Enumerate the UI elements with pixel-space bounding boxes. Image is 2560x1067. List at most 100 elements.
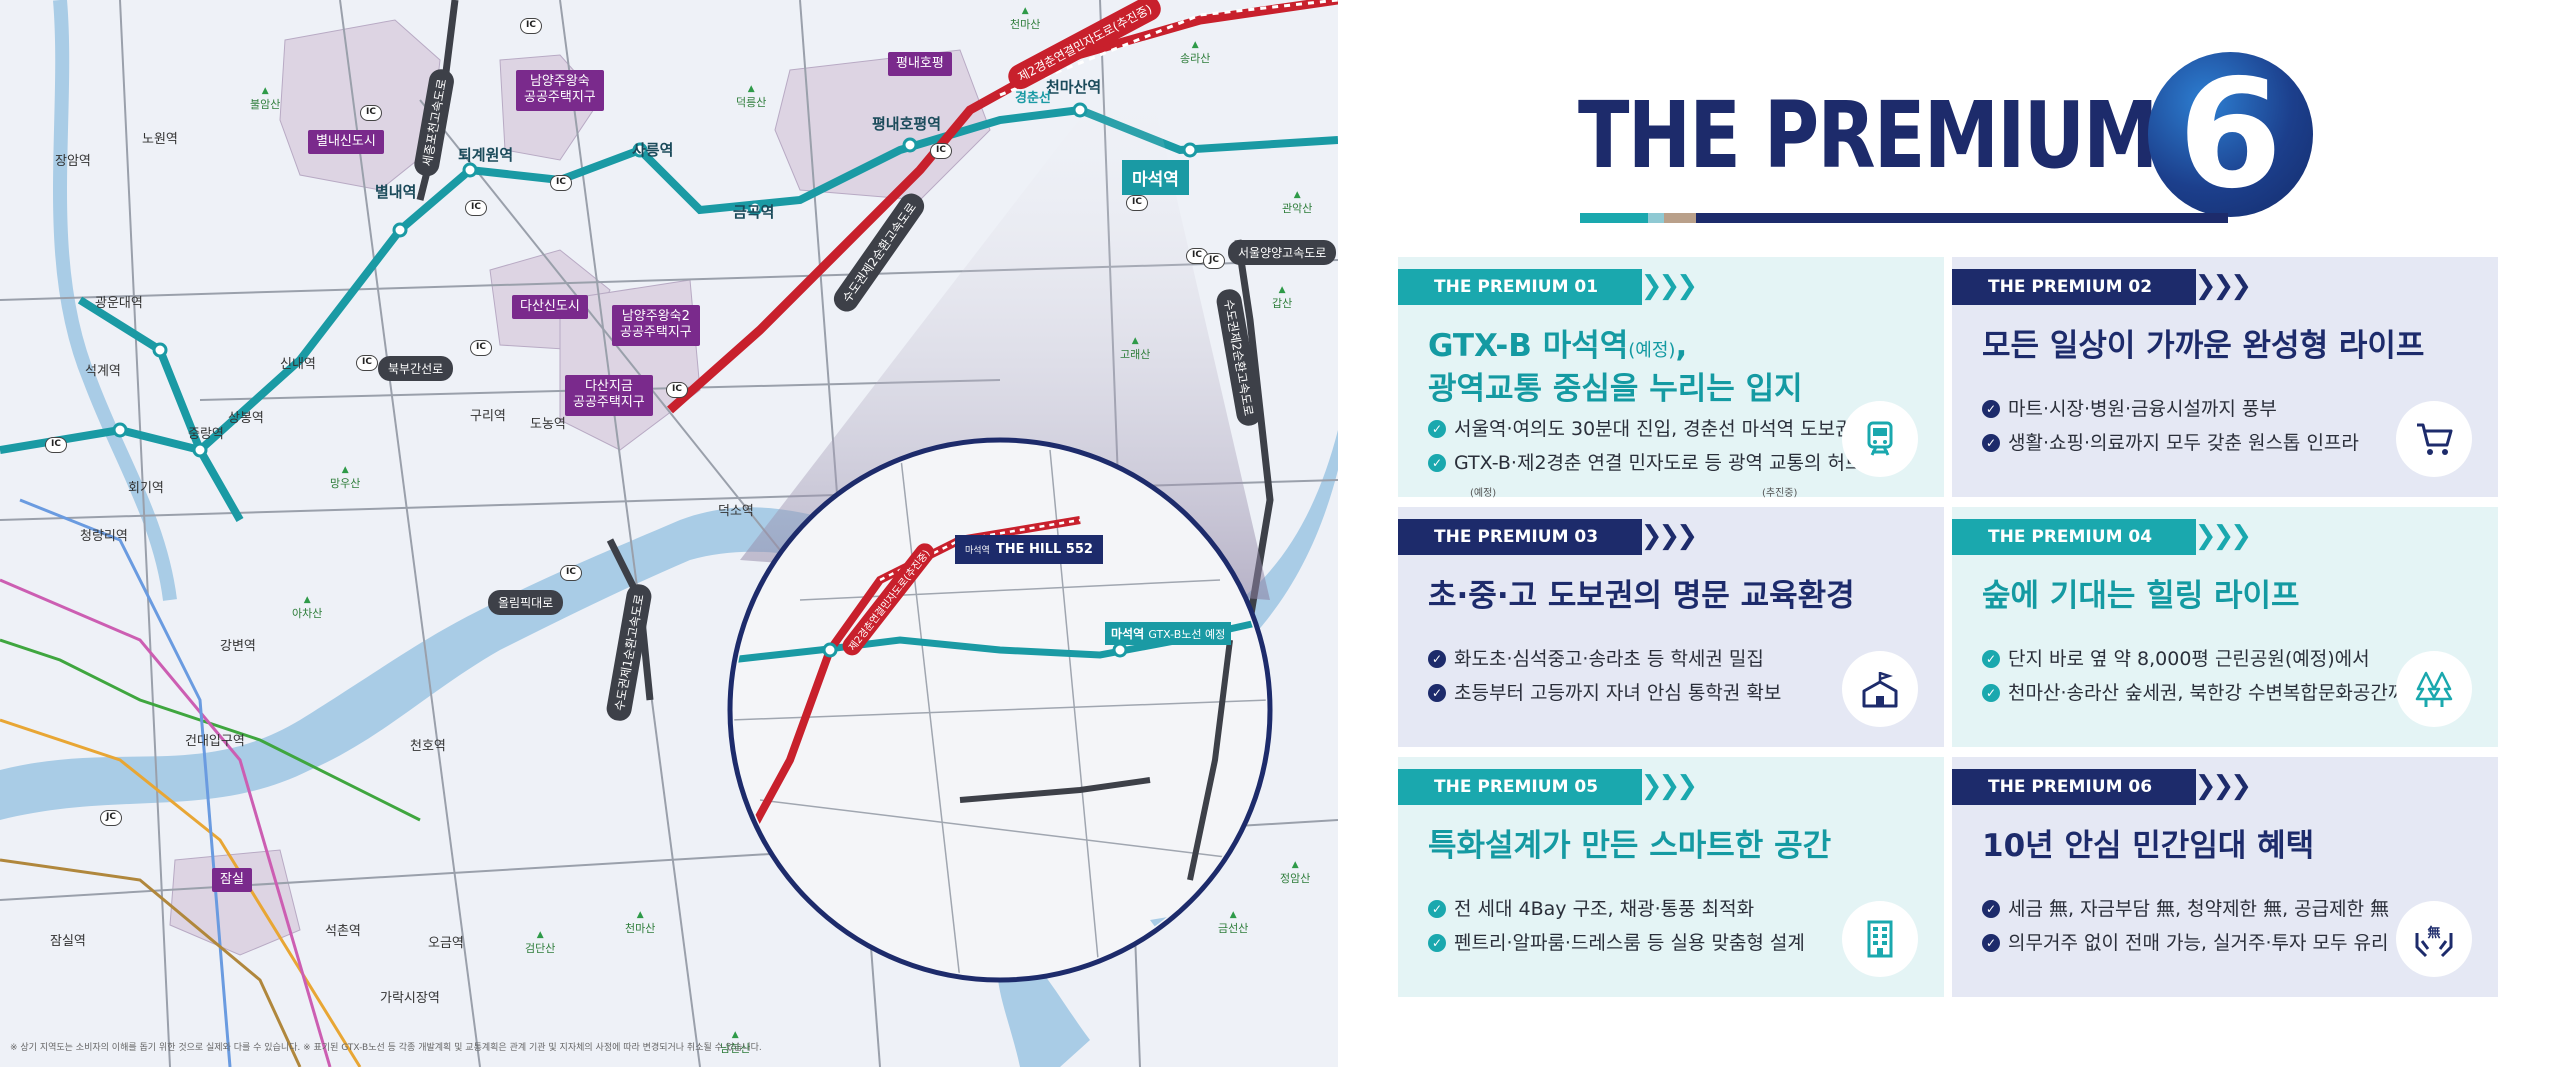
district-tag-wangsuk: 남양주왕숙 공공주택지구: [516, 70, 604, 111]
station-jungnang: 중랑역: [188, 427, 224, 442]
card-bullet: 화도초·심석중고·송라초 등 학세권 밀집: [1428, 642, 1781, 676]
heading-underline: [1580, 213, 2228, 223]
card-title-tail: ,: [1675, 328, 1688, 364]
district-tag-wangsuk2: 남양주왕숙2 공공주택지구: [612, 305, 700, 346]
station-toegyewon: 퇴계원역: [458, 146, 514, 164]
road-label-olympic: 올림픽대로: [488, 590, 564, 615]
station-jangam: 장암역: [55, 154, 91, 169]
card-bullet-continued: 천마산·송라산 숲세권, 북한강 수변복합문화공간까지: [1982, 676, 2423, 710]
ic-marker: IC: [666, 382, 688, 398]
card-bullets: 세금 無, 자금부담 無, 청약제한 無, 공급제한 無 의무거주 없이 전매 …: [1982, 892, 2389, 960]
station-seokchon: 석촌역: [325, 924, 361, 939]
card-bullet: 생활·쇼핑·의료까지 모두 갖춘 원스톱 인프라: [1982, 426, 2359, 460]
card-bullet: 의무거주 없이 전매 가능, 실거주·투자 모두 유리: [1982, 926, 2389, 960]
station-deokso: 덕소역: [718, 504, 754, 519]
district-tag-jamsil: 잠실: [212, 868, 252, 893]
district-jamsil: [169, 849, 301, 956]
premium-card-01[interactable]: THE PREMIUM 01 GTX-B 마석역(예정), 광역교통 중심을 누…: [1398, 257, 1944, 499]
premium-heading: THE PREMIUM: [1578, 82, 2158, 189]
mountain-marker: 정암산: [1280, 860, 1310, 886]
station-guri: 구리역: [470, 409, 506, 424]
premium-card-05[interactable]: THE PREMIUM 05 특화설계가 만든 스마트한 공간 전 세대 4Ba…: [1398, 757, 1944, 997]
ic-marker: IC: [560, 565, 582, 581]
ic-marker: IC: [930, 143, 952, 159]
mountain-marker: 천마산: [1010, 6, 1040, 32]
mountain-marker: 불암산: [250, 86, 280, 112]
station-geumgok: 금곡역: [733, 203, 775, 221]
station-jamsil: 잠실역: [50, 934, 86, 949]
card-title: 10년 안심 민간임대 혜택: [1982, 828, 2315, 864]
hill-marker-prefix: 마석역: [965, 546, 990, 556]
card-badge: THE PREMIUM 02: [1952, 269, 2248, 305]
ic-marker: IC: [550, 175, 572, 191]
mountain-marker: 송라산: [1180, 40, 1210, 66]
station-seokgye: 석계역: [85, 364, 121, 379]
ic-marker: IC: [465, 200, 487, 216]
card-badge: THE PREMIUM 06: [1952, 769, 2248, 805]
card-bullets: 단지 바로 옆 약 8,000평 근린공원(예정)에서 천마산·송라산 숲세권,…: [1982, 642, 2423, 710]
hill-marker-label: THE HILL 552: [995, 542, 1093, 557]
mountain-marker: 아차산: [292, 595, 322, 621]
mountain-marker: 금선산: [1218, 910, 1248, 936]
station-nowon: 노원역: [142, 132, 178, 147]
card-title: 특화설계가 만든 스마트한 공간: [1428, 828, 1832, 864]
station-box-maseok: 마석역: [1122, 160, 1189, 195]
card-bullet: 단지 바로 옆 약 8,000평 근린공원(예정)에서: [1982, 642, 2423, 676]
card-bullet: 서울역·여의도 30분대 진입, 경춘선 마석역 도보권: [1428, 412, 1862, 446]
ic-marker: IC: [360, 105, 382, 121]
card-title: 초·중·고 도보권의 명문 교육환경: [1428, 578, 1855, 614]
road-label-bukbu: 북부간선로: [378, 356, 454, 381]
card-bullet: 세금 無, 자금부담 無, 청약제한 無, 공급제한 無: [1982, 892, 2389, 926]
ic-marker: IC: [1126, 195, 1148, 211]
premium-card-04[interactable]: THE PREMIUM 04 숲에 기대는 힐링 라이프 단지 바로 옆 약 8…: [1952, 507, 2498, 747]
mountain-marker: 덕릉산: [736, 84, 766, 110]
svg-text:無: 無: [2427, 925, 2440, 941]
footnote-in-progress: (추진중): [1762, 488, 1798, 499]
inset-station-name: 마석역: [1111, 627, 1145, 641]
district-tag-byeollae: 별내신도시: [308, 130, 384, 155]
station-cheonmasan: 천마산역: [1046, 78, 1102, 96]
premium-six-badge: 6: [2148, 52, 2313, 217]
card-bullets: 전 세대 4Bay 구조, 채광·통풍 최적화 펜트리·알파룸·드레스룸 등 실…: [1428, 892, 1805, 960]
inset-station-sub: GTX-B노선 예정: [1148, 628, 1226, 641]
map-disclaimer: ※ 상기 지역도는 소비자의 이해를 돕기 위한 것으로 실제와 다를 수 있습…: [10, 1043, 762, 1053]
station-kondae: 건대입구역: [185, 734, 245, 749]
regional-map[interactable]: 별내신도시 남양주왕숙 공공주택지구 다산신도시 남양주왕숙2 공공주택지구 다…: [0, 0, 1338, 1067]
station-sangbong: 상봉역: [228, 411, 264, 426]
card-title-small: (예정): [1628, 340, 1676, 361]
ic-marker: IC: [520, 18, 542, 34]
station-sareung: 사릉역: [632, 141, 674, 159]
ic-marker: IC: [470, 340, 492, 356]
card-bullet: 마트·시장·병원·금융시설까지 풍부: [1982, 392, 2359, 426]
mountain-marker: 관악산: [1282, 190, 1312, 216]
district-tag-pyeongnae: 평내호평: [888, 52, 952, 77]
footnote-planned: (예정): [1470, 488, 1497, 499]
card-badge: THE PREMIUM 04: [1952, 519, 2248, 555]
jungnang-stream: [53, 0, 177, 601]
station-box-maseok-label: 마석역: [1132, 170, 1179, 190]
han-river: [0, 430, 1338, 820]
school-icon: [1842, 651, 1918, 727]
ic-marker: IC: [356, 355, 378, 371]
station-sinnae: 신내역: [280, 357, 316, 372]
card-title: 모든 일상이 가까운 완성형 라이프: [1982, 328, 2425, 364]
building-icon: [1842, 901, 1918, 977]
station-cheonho: 천호역: [410, 739, 446, 754]
card-badge: THE PREMIUM 03: [1398, 519, 1694, 555]
the-hill-552-marker[interactable]: 마석역 THE HILL 552: [955, 535, 1103, 564]
inset-station-box: 마석역 GTX-B노선 예정: [1105, 622, 1232, 645]
station-garak: 가락시장역: [380, 991, 440, 1006]
cart-icon: [2396, 401, 2472, 477]
premium-card-06[interactable]: THE PREMIUM 06 10년 안심 민간임대 혜택 세금 無, 자금부담…: [1952, 757, 2498, 997]
mountain-marker: 망우산: [330, 465, 360, 491]
premium-card-02[interactable]: THE PREMIUM 02 모든 일상이 가까운 완성형 라이프 마트·시장·…: [1952, 257, 2498, 497]
station-pyeongnaehopyeong: 평내호평역: [872, 115, 942, 133]
red-expressway: [667, 0, 1338, 414]
line-label-gyeongchun: 경춘선: [1015, 91, 1051, 106]
station-cheongnyangni: 청량리역: [80, 529, 128, 544]
station-hoegi: 회기역: [128, 481, 164, 496]
card-bullet: GTX-B·제2경춘 연결 민자도로 등 광역 교통의 허브: [1428, 446, 1862, 480]
premium-card-03[interactable]: THE PREMIUM 03 초·중·고 도보권의 명문 교육환경 화도초·심석…: [1398, 507, 1944, 747]
gtx-line-branch: [77, 296, 244, 522]
